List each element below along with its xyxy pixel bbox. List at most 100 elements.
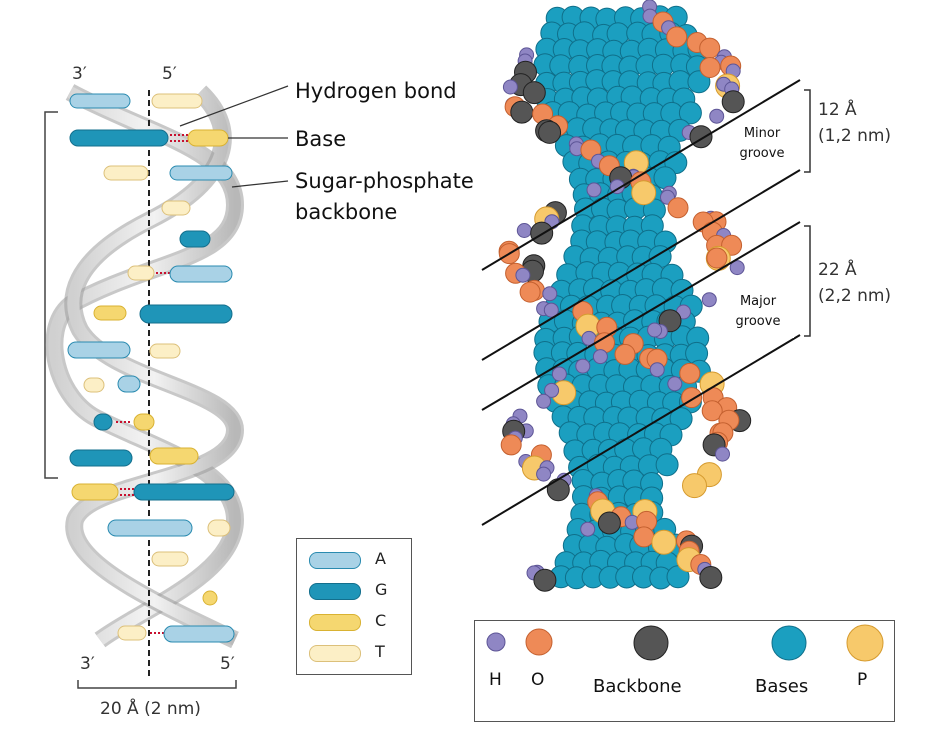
legend-atom-p [846, 624, 884, 662]
base-pair-16-right [163, 625, 235, 643]
space-filling-model [481, 0, 811, 592]
major-groove-dim1: 22 Å [818, 260, 857, 280]
major-groove-bracket [804, 225, 811, 337]
minor-groove-label: Minor groove [730, 124, 794, 170]
base-atom [655, 453, 679, 477]
base-pair-13-right [207, 519, 231, 537]
callout-line-backbone [231, 180, 289, 188]
phosphorus-atom [631, 180, 657, 206]
hydrogen-atom [729, 260, 745, 276]
backbone-atom [546, 478, 570, 502]
major-groove-label: Major groove [722, 292, 794, 338]
minor-groove-line1: Minor [743, 126, 781, 141]
atom-legend-swatches [486, 624, 884, 662]
backbone-atom [522, 81, 546, 105]
oxygen-atom [666, 26, 688, 48]
hydrogen-atom [515, 267, 531, 283]
legend-swatch-g [309, 583, 361, 600]
base-pair-7-left [93, 305, 127, 321]
base-atom [678, 101, 702, 125]
groove-line-1 [481, 79, 801, 271]
oxygen-atom [706, 247, 728, 269]
legend-atom-h [486, 632, 506, 652]
minor-groove-dim1: 12 Å [818, 100, 857, 120]
legend-label-a: A [375, 549, 386, 568]
minor-groove-bracket [804, 89, 811, 173]
base-pair-8-left [67, 341, 131, 359]
hydrogen-atom [667, 376, 683, 392]
backbone-atom [597, 511, 621, 535]
oxygen-atom [699, 37, 721, 59]
oxygen-atom [679, 362, 701, 384]
callout-hydrogen-bond: Hydrogen bond [295, 79, 457, 103]
hydrogen-atom [647, 322, 663, 338]
base-atom [666, 565, 690, 589]
base-pair-4-left [161, 200, 191, 216]
legend-label-bases: Bases [755, 676, 809, 697]
callout-base: Base [295, 127, 347, 151]
hydrogen-atom [536, 393, 552, 409]
base-pairs [67, 93, 235, 643]
width-dimension-line [77, 680, 237, 689]
hydrogen-atom [715, 446, 730, 462]
backbone-atom [533, 568, 557, 592]
minor-groove-line2: groove [739, 146, 785, 161]
end-bottom-right: 5′ [220, 654, 235, 674]
phosphorus-atom [682, 473, 707, 499]
base-pair-10-right [133, 413, 155, 431]
major-groove-line2: groove [735, 314, 781, 329]
oxygen-atom [519, 281, 541, 303]
end-bottom-left: 3′ [80, 654, 95, 674]
helix-turn-bracket [44, 111, 58, 479]
legend-swatch-a [309, 552, 361, 569]
callout-line-hydrogen-bond [179, 85, 289, 127]
legend-label-o: O [531, 670, 545, 690]
legend-atom-backbone [633, 625, 669, 661]
base-pair-3-right [169, 165, 233, 181]
legend-swatch-t [309, 645, 361, 662]
base-pair-8-right [149, 343, 181, 359]
hydrogen-atom [709, 108, 725, 124]
legend-label-c: C [375, 611, 387, 630]
base-pair-6-left [127, 265, 155, 281]
backbone-atom [538, 120, 562, 144]
base-pair-1-right [151, 93, 203, 109]
base-pair-6-right [169, 265, 233, 283]
legend-label-backbone: Backbone [593, 676, 682, 697]
base-pair-3-left [103, 165, 149, 181]
base-pair-11-left [69, 449, 133, 467]
legend-row-a: A [297, 545, 411, 575]
hydrogen-atom [516, 223, 532, 238]
double-helix-diagram [44, 84, 289, 689]
base-pair-7-right [139, 304, 233, 324]
hydrogen-atom [592, 349, 608, 365]
oxygen-atom [633, 526, 655, 548]
base-pair-13-left [107, 519, 193, 537]
callout-backbone-line1: Sugar-phosphate [295, 169, 474, 193]
minor-groove-dim2: (1,2 nm) [818, 126, 892, 146]
groove-line-4 [481, 334, 801, 526]
base-pair-2-left [69, 129, 169, 147]
backbone-atom [699, 566, 723, 589]
callout-backbone-line2: backbone [295, 200, 398, 224]
major-groove-dim2: (2,2 nm) [818, 286, 892, 306]
base-atom [653, 166, 677, 190]
hydrogen-atom [502, 79, 518, 95]
legend-swatch-c [309, 614, 361, 631]
legend-label-g: G [375, 580, 388, 599]
base-pair-12-left [71, 483, 119, 501]
major-groove-line1: Major [739, 294, 777, 309]
base-pair-11-right [149, 447, 199, 465]
hydrogen-atom [649, 362, 665, 378]
phosphorus-atom [651, 529, 677, 555]
hydrogen-atom [543, 302, 559, 318]
groove-line-2 [481, 169, 801, 361]
base-pair-15-dot [202, 590, 218, 606]
backbone-atom [530, 221, 554, 245]
base-pair-12-right [133, 483, 235, 501]
hydrogen-atom [701, 292, 717, 308]
hydrogen-atom [575, 358, 591, 374]
base-legend: A G C T [296, 538, 412, 675]
oxygen-atom [701, 400, 723, 422]
